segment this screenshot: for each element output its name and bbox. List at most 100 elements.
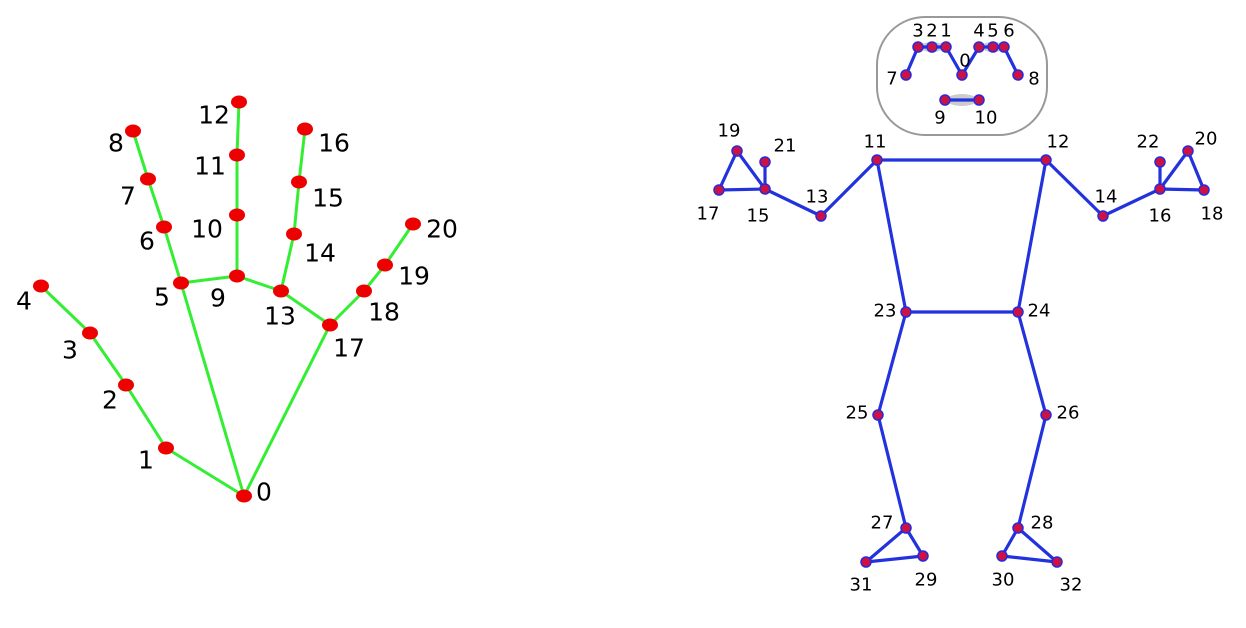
pose-label-21: 21 [774,136,797,157]
hand-label-15: 15 [312,184,344,213]
pose-connection-16-20 [1158,149,1190,191]
pose-label-7: 7 [886,69,897,90]
hand-joint-0 [236,489,252,503]
pose-connection-18-20 [1186,149,1206,192]
hand-joint-9 [229,269,245,283]
hand-joint-2 [118,378,134,392]
hand-connection-17-18 [328,289,366,327]
hand-label-0: 0 [256,478,272,507]
pose-joint-14 [1097,210,1109,222]
pose-connection-27-31 [864,526,908,564]
hand-label-5: 5 [154,283,170,312]
pose-connection-13-15 [763,187,823,218]
pose-joint-31 [860,556,872,568]
pose-joint-8 [1012,69,1024,81]
hand-joints [33,95,421,503]
pose-joint-5 [987,41,999,53]
pose-connection-29-31 [864,554,925,564]
pose-connection-15-19 [735,149,767,191]
hand-connection-1-2 [124,383,168,450]
pose-joints [713,41,1210,568]
pose-label-16: 16 [1149,206,1172,227]
hand-label-18: 18 [368,298,400,327]
pose-connection-12-14 [1044,158,1105,218]
pose-label-1: 1 [940,21,951,42]
hand-connection-3-4 [39,284,92,335]
pose-label-18: 18 [1201,204,1224,225]
hand-label-9: 9 [210,284,226,313]
pose-joint-13 [815,210,827,222]
pose-joint-19 [731,145,743,157]
hand-label-4: 4 [16,287,32,316]
hand-label-1: 1 [138,446,154,475]
pose-label-9: 9 [934,108,945,129]
pose-label-5: 5 [987,21,998,42]
pose-label-13: 13 [806,187,829,208]
hand-label-12: 12 [198,101,230,130]
hand-connection-13-14 [279,232,296,293]
pose-label-4: 4 [973,21,984,42]
pose-connection-11-13 [819,158,879,218]
hand-joint-15 [291,175,307,189]
hand-connection-7-8 [131,129,150,181]
hand-joint-8 [125,124,141,138]
hand-label-17: 17 [333,334,365,363]
pose-label-32: 32 [1060,575,1083,596]
pose-label-17: 17 [697,204,720,225]
pose-label-8: 8 [1028,69,1039,90]
hand-joint-5 [173,276,189,290]
hand-label-16: 16 [318,129,350,158]
pose-joint-16 [1154,183,1166,195]
pose-connection-15-17 [717,187,767,192]
pose-label-29: 29 [915,570,938,591]
hand-connection-0-1 [164,446,246,498]
hand-joint-4 [33,279,49,293]
pose-connection-28-32 [1016,526,1059,564]
pose-label-2: 2 [926,21,937,42]
pose-connection-26-28 [1016,413,1048,530]
pose-joint-20 [1182,145,1194,157]
hand-joint-7 [140,172,156,186]
face-outline [876,16,1048,136]
pose-joint-21 [759,156,771,168]
pose-connection-17-19 [717,149,739,192]
pose-joint-0 [956,69,968,81]
pose-label-6: 6 [1003,21,1014,42]
hand-connection-11-12 [235,100,241,157]
pose-label-23: 23 [874,301,897,322]
pose-joint-29 [917,550,929,562]
hand-connection-5-9 [179,274,239,285]
hand-joint-18 [356,284,372,298]
pose-joint-18 [1198,184,1210,196]
pose-joint-23 [900,306,912,318]
pose-label-19: 19 [718,121,741,142]
hand-connection-6-7 [146,177,166,229]
hand-joint-13 [273,284,289,298]
pose-label-28: 28 [1031,513,1054,534]
hand-joint-20 [405,217,421,231]
pose-joint-6 [998,41,1010,53]
pose-joint-9 [939,94,951,106]
hand-label-13: 13 [264,302,296,331]
pose-joint-4 [973,41,985,53]
pose-joint-25 [872,409,884,421]
pose-label-11: 11 [864,132,887,153]
pose-joint-28 [1012,522,1024,534]
pose-label-31: 31 [850,575,873,596]
hand-label-7: 7 [120,182,136,211]
pose-joint-22 [1154,156,1166,168]
pose-label-14: 14 [1095,187,1118,208]
hand-joint-3 [82,326,98,340]
pose-connections [717,45,1206,564]
pose-joint-17 [713,184,725,196]
pose-label-24: 24 [1028,301,1051,322]
hand-label-3: 3 [62,336,78,365]
hand-joint-17 [322,318,338,332]
pose-connection-24-26 [1016,310,1048,417]
hand-label-19: 19 [398,262,430,291]
pose-label-26: 26 [1057,403,1080,424]
pose-joint-3 [912,41,924,53]
